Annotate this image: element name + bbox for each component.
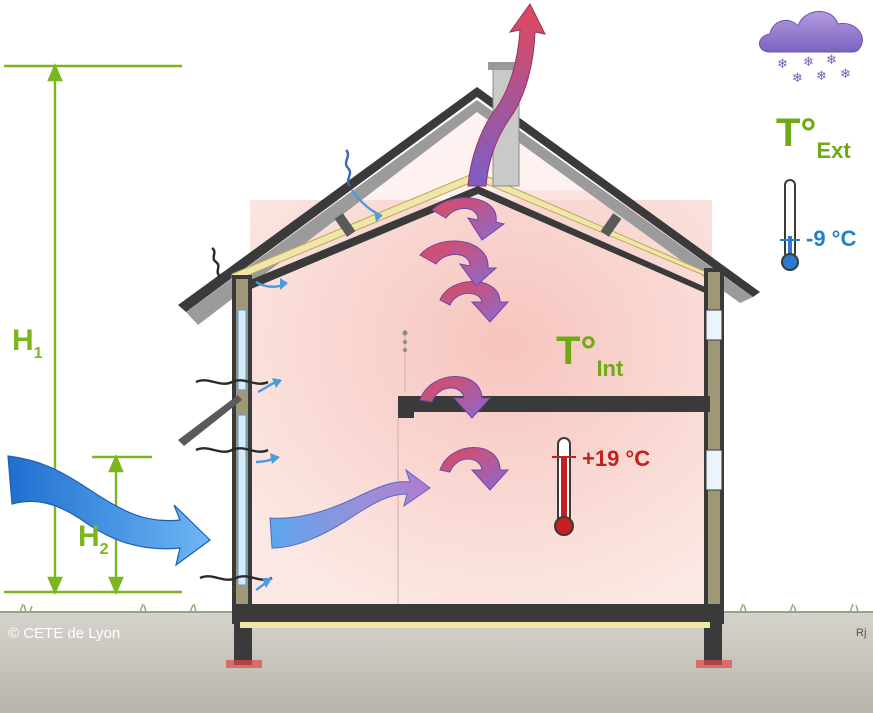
temp-int-value: +19 °C (582, 446, 650, 471)
warm-air-swirls (419, 197, 510, 491)
copyright-credit: © CETE de Lyon (8, 625, 120, 642)
svg-text:❄: ❄ (777, 57, 788, 72)
t-ext-label: T°Ext (776, 111, 851, 163)
warm-air-exhaust-arrow (467, 3, 546, 187)
indoor-airflow-arrow (269, 468, 431, 549)
artist-signature: Rj (856, 627, 866, 639)
grass-tufts (19, 603, 859, 613)
h2-label: H2 (78, 520, 109, 558)
h1-label: H1 (12, 324, 43, 362)
foundation (226, 620, 732, 668)
t-int-label: T°Int (556, 329, 624, 381)
svg-text:❄: ❄ (792, 71, 803, 86)
air-leakage-arrows (195, 149, 383, 591)
svg-text:❄: ❄ (816, 69, 827, 84)
svg-text:❄: ❄ (840, 67, 851, 82)
svg-text:❄: ❄ (803, 55, 814, 70)
thermometer-interior-icon (552, 437, 576, 536)
snow-cloud-icon: ❄ ❄ ❄ ❄ ❄ ❄ (759, 11, 863, 86)
thermometer-exterior-icon (780, 179, 800, 271)
cold-air-inflow-arrow (7, 455, 211, 567)
temp-ext-value: -9 °C (806, 226, 856, 251)
svg-text:❄: ❄ (826, 53, 837, 68)
